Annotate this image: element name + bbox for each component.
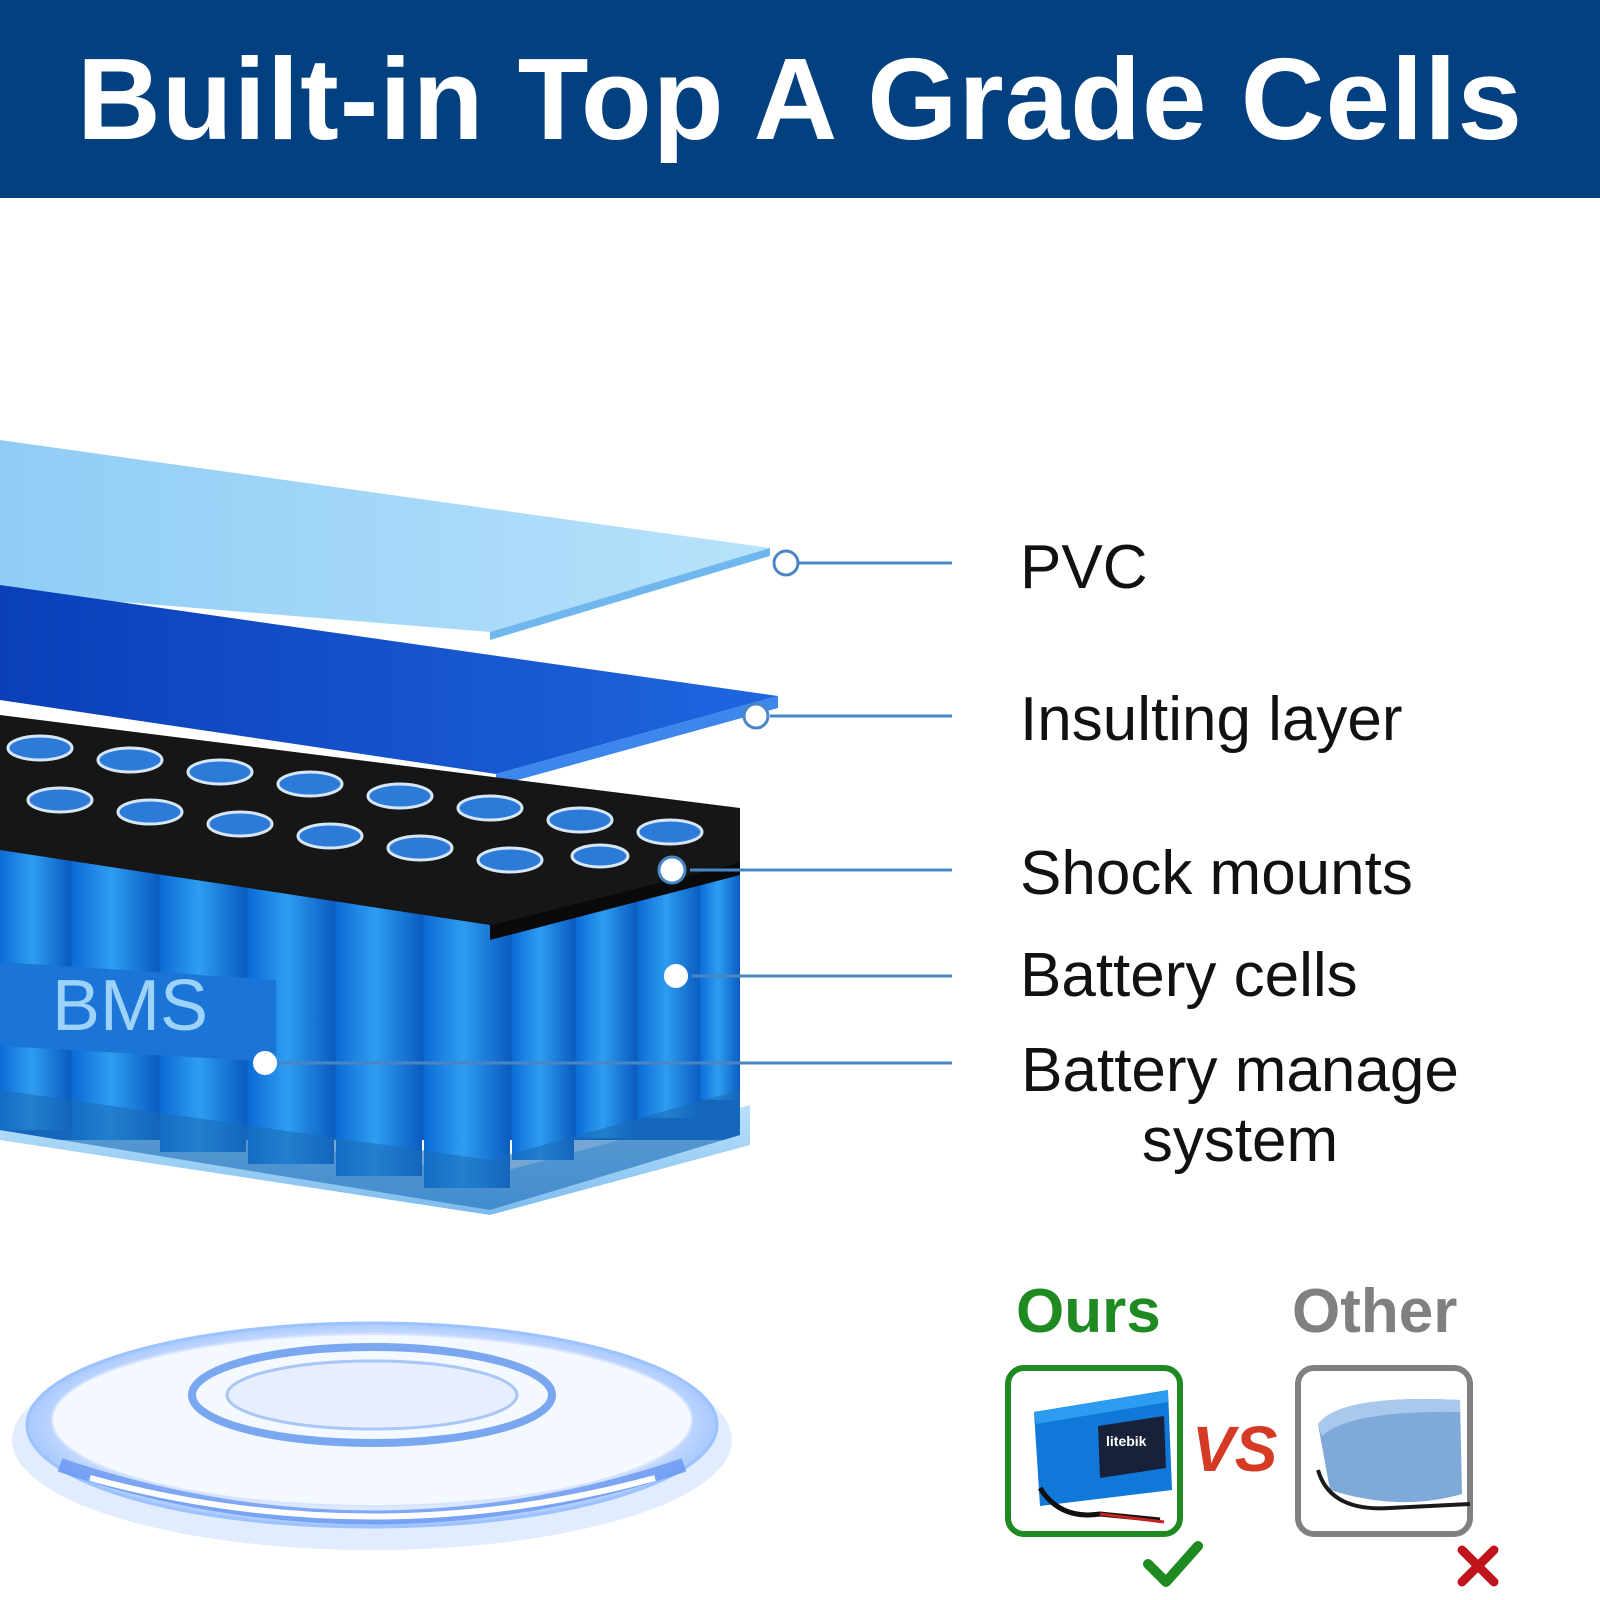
pvc-marker xyxy=(772,549,800,577)
ours-title: Ours xyxy=(1016,1277,1161,1346)
label-shock-mounts: Shock mounts xyxy=(1020,839,1413,908)
display-podium xyxy=(12,1321,732,1550)
pvc-sheet xyxy=(0,440,770,632)
other-title: Other xyxy=(1292,1277,1458,1346)
check-icon xyxy=(1143,1541,1203,1587)
bms-marker xyxy=(253,1051,277,1075)
bms-label: BMS xyxy=(52,966,208,1046)
insulating-sheet xyxy=(0,585,778,774)
label-pvc: PVC xyxy=(1020,533,1148,602)
ours-product-image: litebik xyxy=(1005,1365,1183,1537)
shock-marker xyxy=(657,855,687,885)
other-product-image xyxy=(1295,1365,1473,1537)
label-battery-cells: Battery cells xyxy=(1020,941,1358,1010)
label-insulating-layer: Insulting layer xyxy=(1020,685,1403,754)
battery-pack: BMS xyxy=(0,715,750,1215)
header-banner: Built-in Top A Grade Cells xyxy=(0,0,1600,198)
ours-product-brand: litebik xyxy=(1106,1433,1147,1449)
x-icon xyxy=(1457,1545,1499,1587)
cells-marker xyxy=(664,964,688,988)
page-title: Built-in Top A Grade Cells xyxy=(77,34,1523,164)
leader-lines xyxy=(278,561,952,1065)
insulating-marker xyxy=(742,702,770,730)
bms-board xyxy=(0,962,276,1062)
label-battery-manage-system: Battery manage system xyxy=(1021,1036,1459,1175)
vs-label: VS xyxy=(1192,1413,1278,1485)
